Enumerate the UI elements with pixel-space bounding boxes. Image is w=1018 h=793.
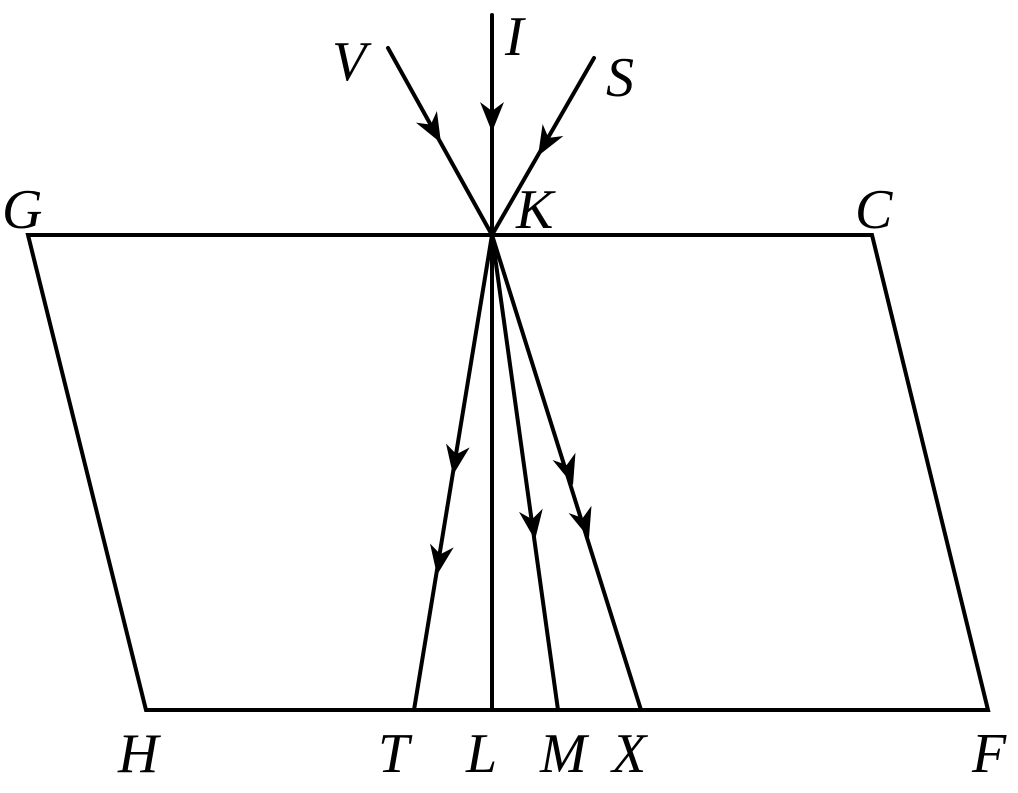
arrowhead-VK	[415, 110, 441, 143]
label-X: X	[610, 723, 649, 785]
arrowhead-IK	[480, 102, 504, 132]
arrowhead-KM	[518, 508, 543, 540]
label-V: V	[332, 31, 372, 93]
crystal-outline	[25, 233, 991, 712]
label-C: C	[855, 179, 893, 241]
arrowhead-KT-upper	[446, 443, 470, 475]
arrowhead-KX-upper	[552, 452, 576, 485]
label-M: M	[539, 723, 590, 785]
label-H: H	[117, 723, 161, 785]
label-S: S	[606, 47, 634, 109]
label-F: F	[971, 723, 1007, 785]
label-I: I	[504, 6, 526, 68]
label-T: T	[378, 723, 413, 785]
refracted-ray-KM	[490, 233, 560, 712]
arrowhead-KT-lower	[430, 543, 454, 575]
arrowhead-SK	[538, 124, 564, 156]
label-L: L	[465, 723, 497, 785]
label-G: G	[2, 179, 42, 241]
arrowhead-KX-lower	[568, 505, 592, 538]
label-K: K	[515, 179, 556, 241]
